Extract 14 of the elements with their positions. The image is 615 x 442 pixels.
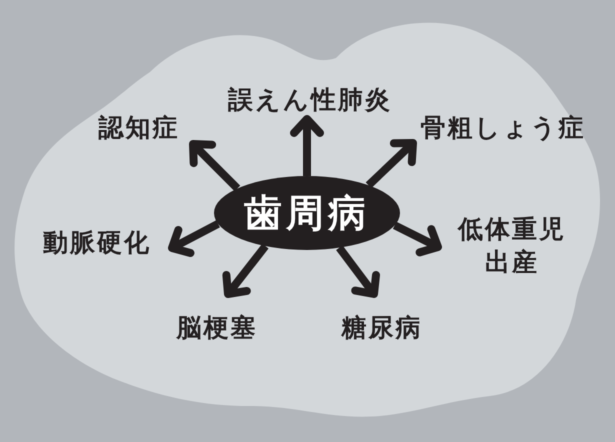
arrow [290, 115, 324, 176]
arrow [168, 220, 220, 257]
disease-label: 認知症 [98, 112, 180, 144]
arrow [336, 245, 380, 298]
disease-label: 骨粗しょう症 [420, 112, 586, 144]
arrow [189, 140, 240, 192]
disease-label: 脳梗塞 [176, 312, 258, 344]
arrow [366, 139, 417, 188]
disease-label: 動脈硬化 [43, 226, 151, 260]
disease-label: 低体重児出産 [453, 214, 571, 278]
disease-label: 誤えん性肺炎 [228, 84, 392, 116]
arrow [392, 222, 442, 256]
disease-label: 糖尿病 [342, 312, 422, 344]
arrow [222, 244, 269, 298]
